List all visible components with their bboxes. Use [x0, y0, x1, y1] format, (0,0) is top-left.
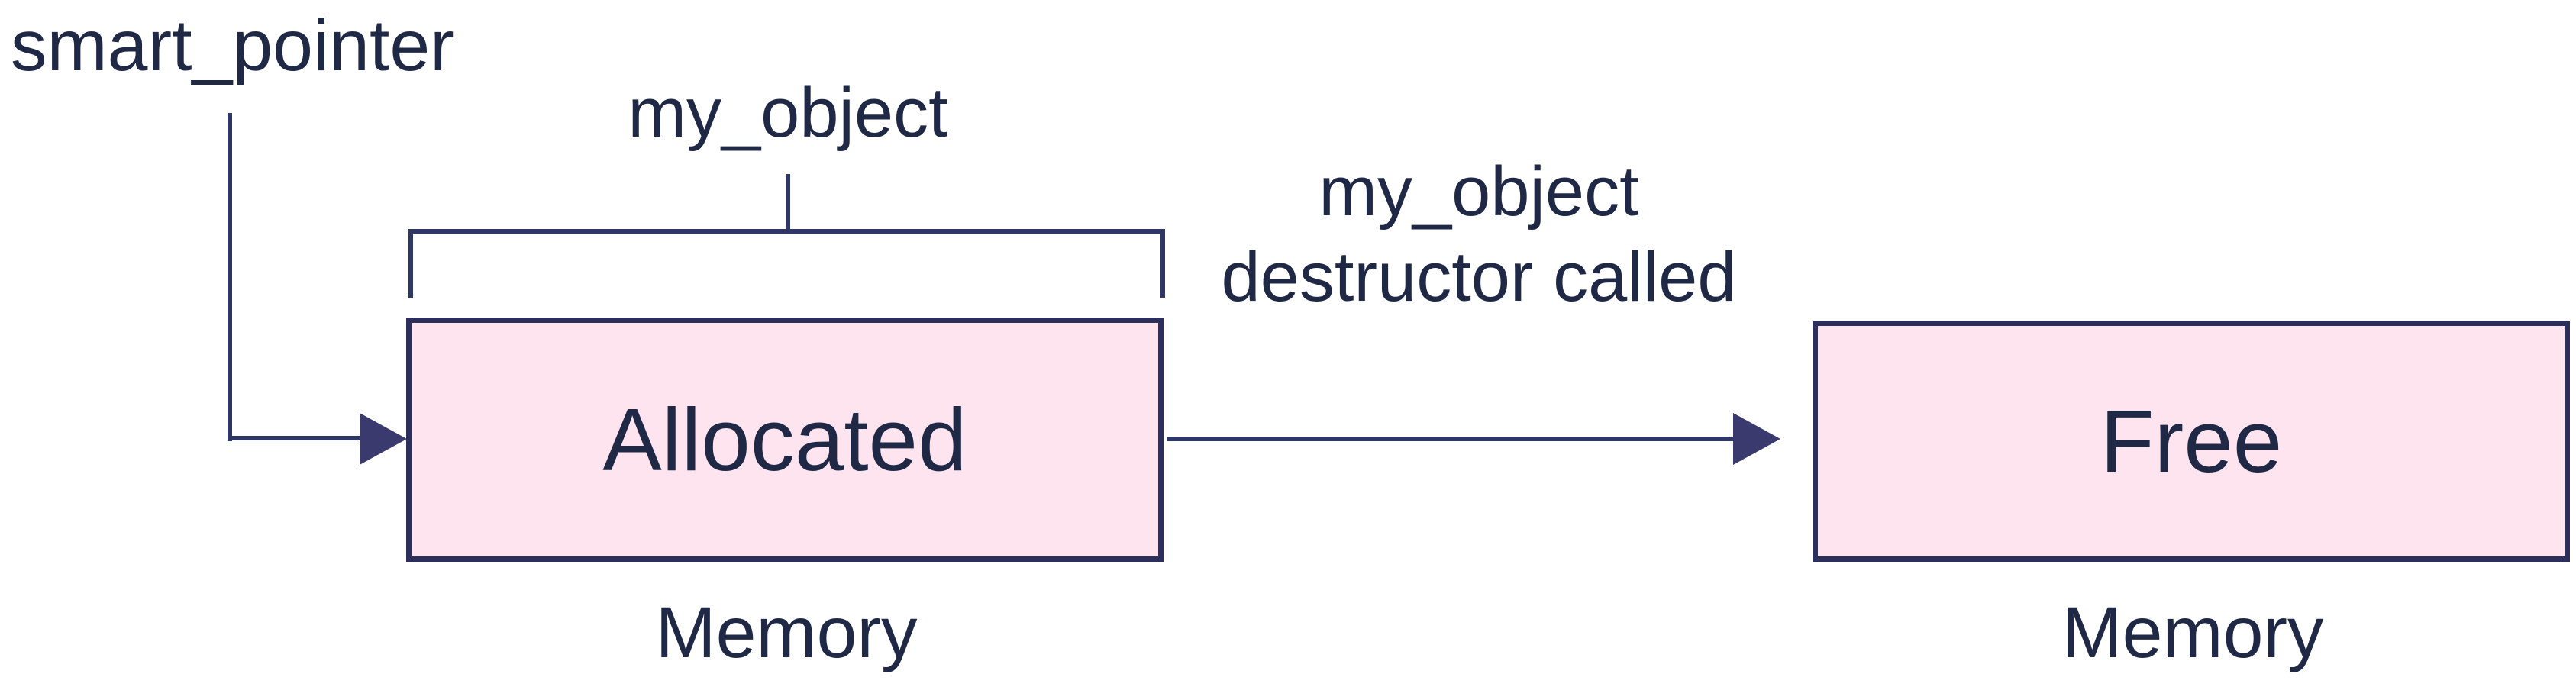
my-object-bracket-right-leg — [1160, 229, 1165, 298]
memory-caption-free: Memory — [2061, 592, 2324, 673]
my-object-bracket-top — [408, 229, 1165, 234]
allocated-box: Allocated — [406, 318, 1164, 562]
memory-caption-allocated: Memory — [655, 592, 918, 673]
transition-label: my_object destructor called — [1222, 149, 1737, 320]
my-object-bracket-tick — [786, 174, 790, 234]
free-box: Free — [1813, 321, 2570, 562]
allocated-box-label: Allocated — [602, 390, 967, 489]
my-object-label: my_object — [628, 74, 948, 152]
smart-pointer-arrowhead-icon — [360, 413, 407, 465]
transition-label-line2: destructor called — [1221, 238, 1737, 317]
transition-arrowhead-icon — [1733, 413, 1780, 465]
free-box-label: Free — [2100, 392, 2283, 491]
smart-pointer-label: smart_pointer — [11, 5, 454, 86]
smart-pointer-arrow-vertical-line — [228, 113, 232, 441]
smart-pointer-arrow-horizontal-line — [228, 436, 361, 440]
my-object-bracket-left-leg — [408, 229, 413, 298]
transition-label-line1: my_object — [1319, 153, 1639, 231]
transition-arrow-line — [1167, 437, 1733, 441]
